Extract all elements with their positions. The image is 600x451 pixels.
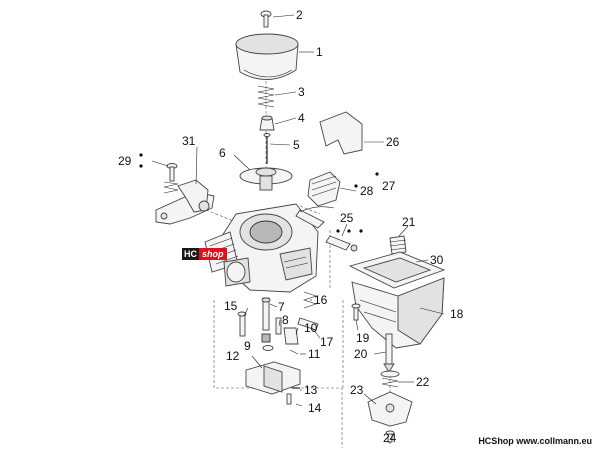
callout-7: 7 <box>278 300 285 314</box>
part-8-jet <box>275 317 282 335</box>
callout-25: 25 <box>340 211 354 225</box>
part-11-clip <box>289 349 299 355</box>
part-17-idle-screw <box>297 317 319 331</box>
part-22-spring <box>380 370 400 388</box>
callout-22: 22 <box>416 375 430 389</box>
callout-4: 4 <box>298 111 305 125</box>
callout-10: 10 <box>304 321 318 335</box>
part-4-needle-holder <box>259 115 275 131</box>
part-15-jet <box>237 311 247 337</box>
part-10-screw <box>283 327 299 345</box>
part-14-screw <box>286 393 292 405</box>
part-7-jet-holder <box>261 297 271 343</box>
callout-5: 5 <box>293 138 300 152</box>
part-18-float-bowl <box>351 277 445 349</box>
callout-15: 15 <box>224 299 238 313</box>
part-26-choke-cover <box>319 111 363 155</box>
part-6-diaphragm <box>239 167 293 191</box>
callout-13: 13 <box>304 383 318 397</box>
callout-20: 20 <box>354 347 368 361</box>
part-29-screw <box>163 163 179 194</box>
part-3-spring <box>257 85 275 108</box>
part-20-float-needle <box>383 333 395 373</box>
watermark-brand-right: shop <box>199 248 227 260</box>
callout-12: 12 <box>226 349 240 363</box>
leader-lines <box>151 14 445 444</box>
callout-21: 21 <box>402 215 416 229</box>
part-5-needle <box>263 133 271 164</box>
part-21-jet <box>389 235 407 255</box>
dot-markers <box>139 153 379 233</box>
callout-1: 1 <box>316 45 323 59</box>
callout-23: 23 <box>350 383 364 397</box>
callout-3: 3 <box>298 85 305 99</box>
callout-27: 27 <box>382 179 396 193</box>
part-23-chamber-cover <box>367 391 413 427</box>
callout-8: 8 <box>282 313 289 327</box>
part-1-top-cover <box>235 33 299 80</box>
callout-9: 9 <box>244 339 251 353</box>
watermark-brand-left: HC <box>182 248 199 260</box>
part-19-screw <box>351 303 361 321</box>
callout-14: 14 <box>308 401 322 415</box>
part-31-lever-bracket <box>155 179 215 225</box>
callout-24: 24 <box>383 431 397 445</box>
part-28-choke-valve <box>299 171 341 213</box>
callout-6: 6 <box>219 146 226 160</box>
part-9-o-ring <box>262 345 274 351</box>
callout-labels: 1 2 3 4 5 6 7 8 9 10 11 12 13 14 15 16 1… <box>118 8 464 445</box>
callout-18: 18 <box>450 307 464 321</box>
part-12-float <box>245 361 301 395</box>
callout-16: 16 <box>314 293 328 307</box>
callout-17: 17 <box>320 335 334 349</box>
footer-credit: HCShop www.collmann.eu <box>478 436 592 446</box>
part-16-spring <box>303 291 317 309</box>
part-25-pin <box>325 235 358 252</box>
callout-29: 29 <box>118 154 132 168</box>
hcshop-watermark-badge: HC shop <box>182 247 227 261</box>
part-2-screw <box>260 10 272 28</box>
callout-28: 28 <box>360 184 374 198</box>
callout-19: 19 <box>356 331 370 345</box>
callout-30: 30 <box>430 253 444 267</box>
callout-11: 11 <box>308 347 321 361</box>
callout-31: 31 <box>182 134 196 148</box>
callout-2: 2 <box>296 8 303 22</box>
callout-26: 26 <box>386 135 400 149</box>
